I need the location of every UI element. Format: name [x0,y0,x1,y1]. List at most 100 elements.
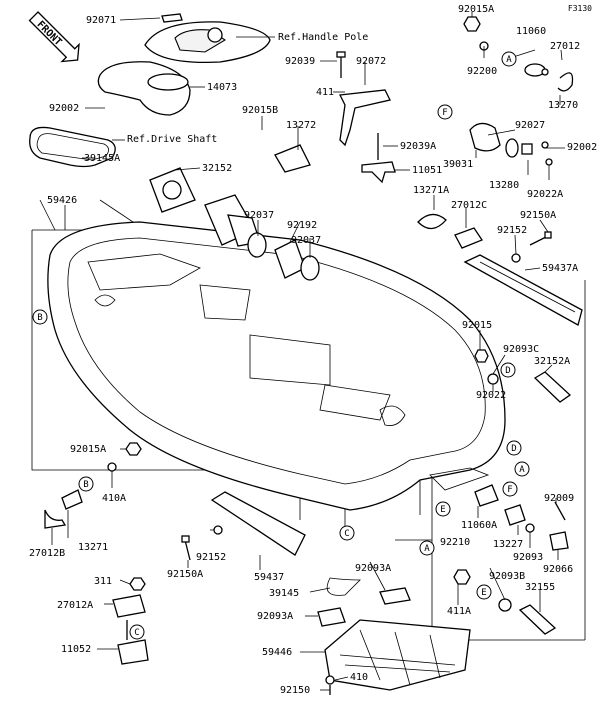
label-13272: 13272 [286,120,316,131]
plug-cluster-right [474,484,569,551]
label-92200: 92200 [467,66,497,77]
label-13271: 13271 [78,542,108,553]
bracket-13272 [274,144,311,173]
label-13280: 13280 [489,180,519,191]
svg-text:E: E [440,505,445,515]
label-92150a-right: 92150A [520,210,556,221]
label-92210: 92210 [440,537,470,548]
svg-text:A: A [424,544,430,554]
bracket-13271a [417,213,483,249]
label-13270: 13270 [548,100,578,111]
collars-92037-92192 [247,232,320,281]
label-92015a-top: 92015A [458,4,494,15]
label-11051: 11051 [412,165,442,176]
svg-text:C: C [134,628,139,638]
ref-letter-a-top: A [501,51,517,67]
label-92152-left: 92152 [196,552,226,563]
svg-text:D: D [505,366,510,376]
label-410a: 410A [102,493,126,504]
ref-letter-a-right: A [514,461,530,477]
ref-letter-f-right: F [502,481,518,497]
svg-text:B: B [83,480,88,490]
bracket-92072 [336,51,391,147]
bolt-92150a-right [511,231,552,263]
label-92152-right: 92152 [497,225,527,236]
label-92015b: 92015B [242,105,278,116]
label-32152a: 32152A [534,356,570,367]
label-92039a: 92039A [400,141,436,152]
ref-letter-d-top: D [500,362,516,378]
ref-letter-d-right: D [506,440,522,456]
label-92150: 92150 [280,685,310,696]
bracket-11051 [361,133,396,184]
label-92071: 92071 [86,15,116,26]
label-92002-left: 92002 [49,103,79,114]
grate-cluster [317,569,557,635]
leader-lines [51,12,565,691]
label-311: 311 [94,576,112,587]
ref-letter-b-left: B [32,309,48,325]
ref-drive-shaft-note: Ref.Drive Shaft [127,134,217,145]
label-11060a: 11060A [461,520,497,531]
bracket-cluster-left [44,442,142,529]
label-92093b: 92093B [489,571,525,582]
label-92037-a: 92037 [244,210,274,221]
label-92066: 92066 [543,564,573,575]
label-59437: 59437 [254,572,284,583]
ref-handle-pole-note: Ref.Handle Pole [278,32,368,43]
hose-fitting-32152a [474,349,572,403]
label-92022: 92022 [476,390,506,401]
label-92015: 92015 [462,320,492,331]
label-92039: 92039 [285,56,315,67]
svg-text:E: E [481,588,486,598]
label-411: 411 [316,87,334,98]
label-59446: 59446 [262,647,292,658]
svg-text:C: C [344,529,349,539]
ref-letter-c-mid: C [339,525,355,541]
bracket-cluster-lower-left [112,577,149,665]
label-39031: 39031 [443,159,473,170]
label-92009: 92009 [544,493,574,504]
svg-text:B: B [37,313,42,323]
svg-text:F: F [507,485,512,495]
label-32152: 32152 [202,163,232,174]
duct-14073 [97,61,191,116]
label-92015a-left: 92015A [70,444,106,455]
label-92150a-left: 92150A [167,569,203,580]
label-27012c: 27012C [451,200,487,211]
grate-59446 [324,619,471,695]
label-11052: 11052 [61,644,91,655]
cap-cluster-39031 [469,122,553,166]
front-direction-badge: FRONT [28,11,80,63]
drain-plug-cluster [463,16,574,92]
label-92002-right: 92002 [567,142,597,153]
label-92192: 92192 [287,220,317,231]
label-411a: 411A [447,606,471,617]
label-14073: 14073 [207,82,237,93]
svg-text:A: A [519,465,525,475]
label-59437a: 59437A [542,263,578,274]
ref-letter-a-mid: A [419,540,435,556]
label-27012b: 27012B [29,548,65,559]
label-410: 410 [350,672,368,683]
label-13271a: 13271A [413,185,449,196]
label-92037-b: 92037 [291,235,321,246]
label-27012a: 27012A [57,600,93,611]
ref-letter-c-lower: C [129,624,145,640]
hull-59426 [47,221,506,520]
rail-59437a [463,254,583,326]
rail-59437 [210,491,306,556]
ref-letter-e-mid: E [435,501,451,517]
ref-letter-b-left-cluster: B [78,476,94,492]
label-92027: 92027 [515,120,545,131]
handle-pole-cover [144,13,271,64]
label-92093: 92093 [513,552,543,563]
label-92093a-top: 92093A [355,563,391,574]
label-27012: 27012 [550,41,580,52]
seal-39145a [29,126,116,168]
label-92072: 92072 [356,56,386,67]
label-92093c: 92093C [503,344,539,355]
part-labels: 92071 Ref.Handle Pole 14073 92002 Ref.Dr… [29,4,597,696]
label-92093a-left: 92093A [257,611,293,622]
